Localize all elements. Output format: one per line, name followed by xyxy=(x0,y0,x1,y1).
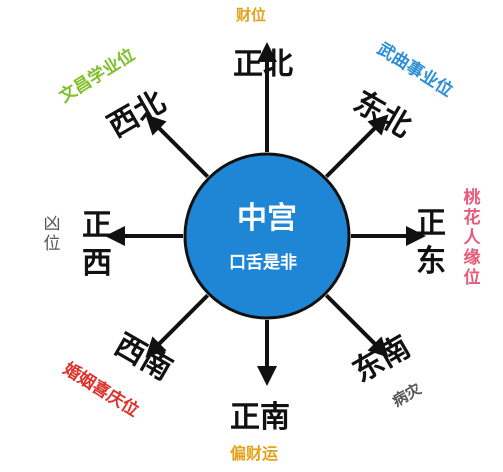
arrows-group xyxy=(105,42,426,386)
arrow-southeast xyxy=(324,293,389,358)
direction-west: 正西 xyxy=(82,208,112,281)
annotation-east: 桃花人缘位 xyxy=(463,188,481,288)
direction-north: 正北 xyxy=(233,47,293,82)
arrow-southwest xyxy=(145,293,210,358)
direction-east: 正东 xyxy=(416,206,446,279)
arrow-northeast xyxy=(324,114,389,179)
center-title: 中宫 xyxy=(237,201,297,236)
center-circle xyxy=(183,152,351,320)
direction-south: 正南 xyxy=(230,400,290,435)
annotation-south: 偏财运 xyxy=(230,444,279,463)
center-subtitle: 口舌是非 xyxy=(229,253,297,273)
arrow-northwest xyxy=(145,114,210,179)
annotation-north: 财位 xyxy=(236,6,267,24)
annotation-west: 凶位 xyxy=(43,214,61,254)
